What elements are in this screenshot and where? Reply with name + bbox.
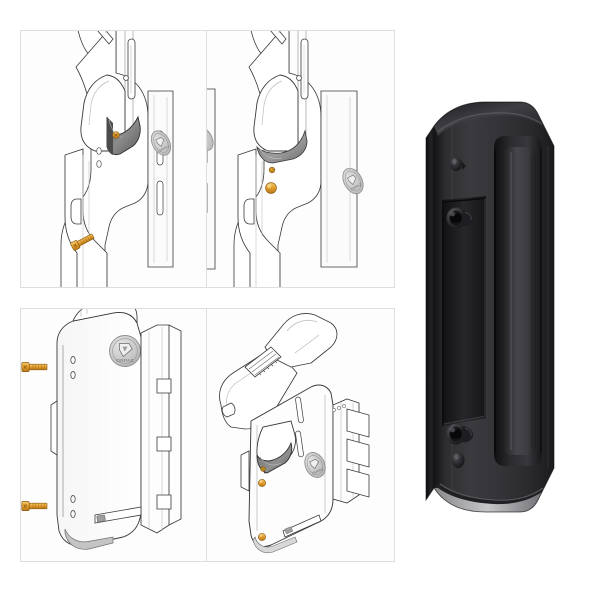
detached-screw-1 [70, 233, 95, 251]
product-body [425, 101, 555, 513]
panel-2-artwork: ORPAZ [207, 31, 364, 287]
orpaz-logo-text-panel3: ORPAZ [116, 358, 133, 363]
panel-3-bottom-left: Step 3 — rear plate screw locations [20, 308, 207, 562]
orpaz-logo-text-panel1: ORPAZ [158, 144, 171, 153]
retention-insert-gray-seated [256, 129, 308, 164]
illustration-panel-grid: Step 1 — trigger guard insert with loose… [20, 30, 395, 562]
panel-3-artwork: ORPAZ [21, 309, 182, 550]
panel-2-top-right: Step 2 — screws seated [206, 30, 395, 288]
mounting-holes-upper [70, 356, 76, 379]
orpaz-logo-disc-panel1: ORPAZ [150, 130, 172, 156]
orpaz-logo-text-panel4: ORPAZ [311, 467, 324, 476]
detached-screw-lower [21, 501, 48, 511]
mounting-screw-lower [446, 423, 474, 445]
locating-peg-upper [450, 157, 466, 171]
orpaz-logo-disc-panel2-edge [207, 127, 214, 151]
detached-screw-upper [21, 362, 48, 372]
panel-1-top-left: Step 1 — trigger guard insert with loose… [20, 30, 207, 288]
recessed-channel [494, 136, 542, 466]
left-pocket-recess [442, 196, 486, 426]
product-photo: Black polymer holster belt attachment pl… [412, 96, 588, 524]
installed-screw-large-bottom [265, 182, 277, 194]
orpaz-logo-text-panel2: ORPAZ [350, 183, 362, 192]
mounting-screw-upper [446, 207, 474, 229]
installed-screw-iso-bottom [258, 533, 266, 541]
orpaz-logo-badge-panel4: ORPAZ [304, 452, 326, 478]
panel-4-bottom-right: Step 4 — assembled isometric view [206, 308, 395, 562]
orpaz-logo-disc-panel2: ORPAZ [342, 167, 364, 195]
orpaz-logo-badge-panel3: ORPAZ [109, 335, 141, 367]
installed-screw-small-top [268, 166, 276, 174]
installed-screw-1 [112, 131, 120, 139]
mounting-holes-lower [70, 495, 76, 518]
installed-screw-iso-upper-gold [258, 479, 266, 487]
panel-1-artwork: ORPAZ [60, 31, 174, 287]
locating-peg-lower [451, 452, 465, 468]
panel-4-artwork: ORPAZ [219, 313, 370, 554]
installed-screw-iso-top [260, 466, 266, 472]
